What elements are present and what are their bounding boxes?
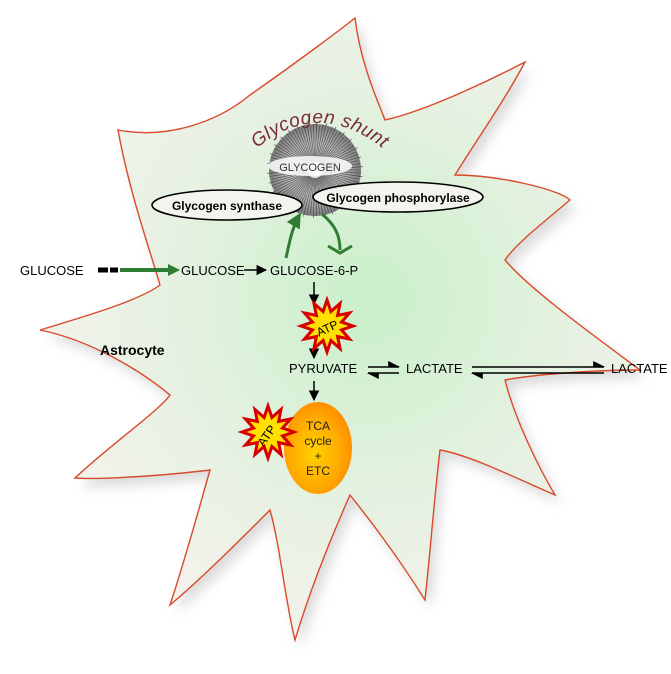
glycogen-synthase-oval — [151, 189, 303, 221]
tca-cycle-mitochondrion — [284, 402, 352, 494]
lactate-outside-label: LACTATE — [611, 361, 668, 376]
glycogen-ray — [301, 177, 313, 212]
glycogen-synthase-label: Glycogen synthase — [172, 199, 282, 213]
phosphorylase-arrowhead — [327, 244, 353, 255]
glycogen-ray — [316, 123, 327, 163]
phosphorylase-green-arrow — [321, 212, 342, 251]
lactate-transport-arrows — [470, 361, 606, 379]
glycogen-ray — [310, 126, 315, 163]
glycogen-ray — [315, 126, 320, 163]
astrocyte-label: Astrocyte — [100, 342, 165, 358]
glycogen-ray — [306, 177, 314, 216]
glycogen-ray — [316, 124, 324, 163]
glycogen-phosphorylase-label: Glycogen phosphorylase — [326, 191, 470, 205]
atp-burst-oxidative — [237, 401, 299, 463]
pyruvate-label: PYRUVATE — [289, 361, 357, 376]
glucose-transport-arrow — [98, 264, 180, 276]
tca-line-4: ETC — [306, 464, 330, 478]
tca-line-3: + — [314, 449, 321, 463]
lactate-inside-label: LACTATE — [406, 361, 463, 376]
glycogen-phosphorylase-oval — [312, 181, 484, 213]
glycogen-ray — [306, 122, 314, 163]
glycogen-ray — [275, 173, 309, 195]
tca-line-1: TCA — [306, 419, 330, 433]
atp-burst-glycolysis — [296, 295, 358, 357]
synthase-green-arrow — [284, 212, 302, 259]
pyruvate-lactate-exchange-arrows — [366, 361, 401, 379]
glycogen-ray — [303, 177, 314, 217]
glycogen-ray — [314, 121, 318, 163]
g6p-label: GLUCOSE-6-P — [270, 263, 358, 278]
glycogen-ray — [310, 177, 315, 214]
glucose-inside-label: GLUCOSE — [181, 263, 245, 278]
glycogen-label: GLYCOGEN — [279, 162, 341, 174]
glycogen-ray — [272, 173, 309, 193]
glucose-outside-label: GLUCOSE — [20, 263, 84, 278]
glycogen-ray — [313, 123, 316, 163]
tca-line-2: cycle — [304, 434, 332, 448]
glycogen-ray — [279, 174, 309, 197]
